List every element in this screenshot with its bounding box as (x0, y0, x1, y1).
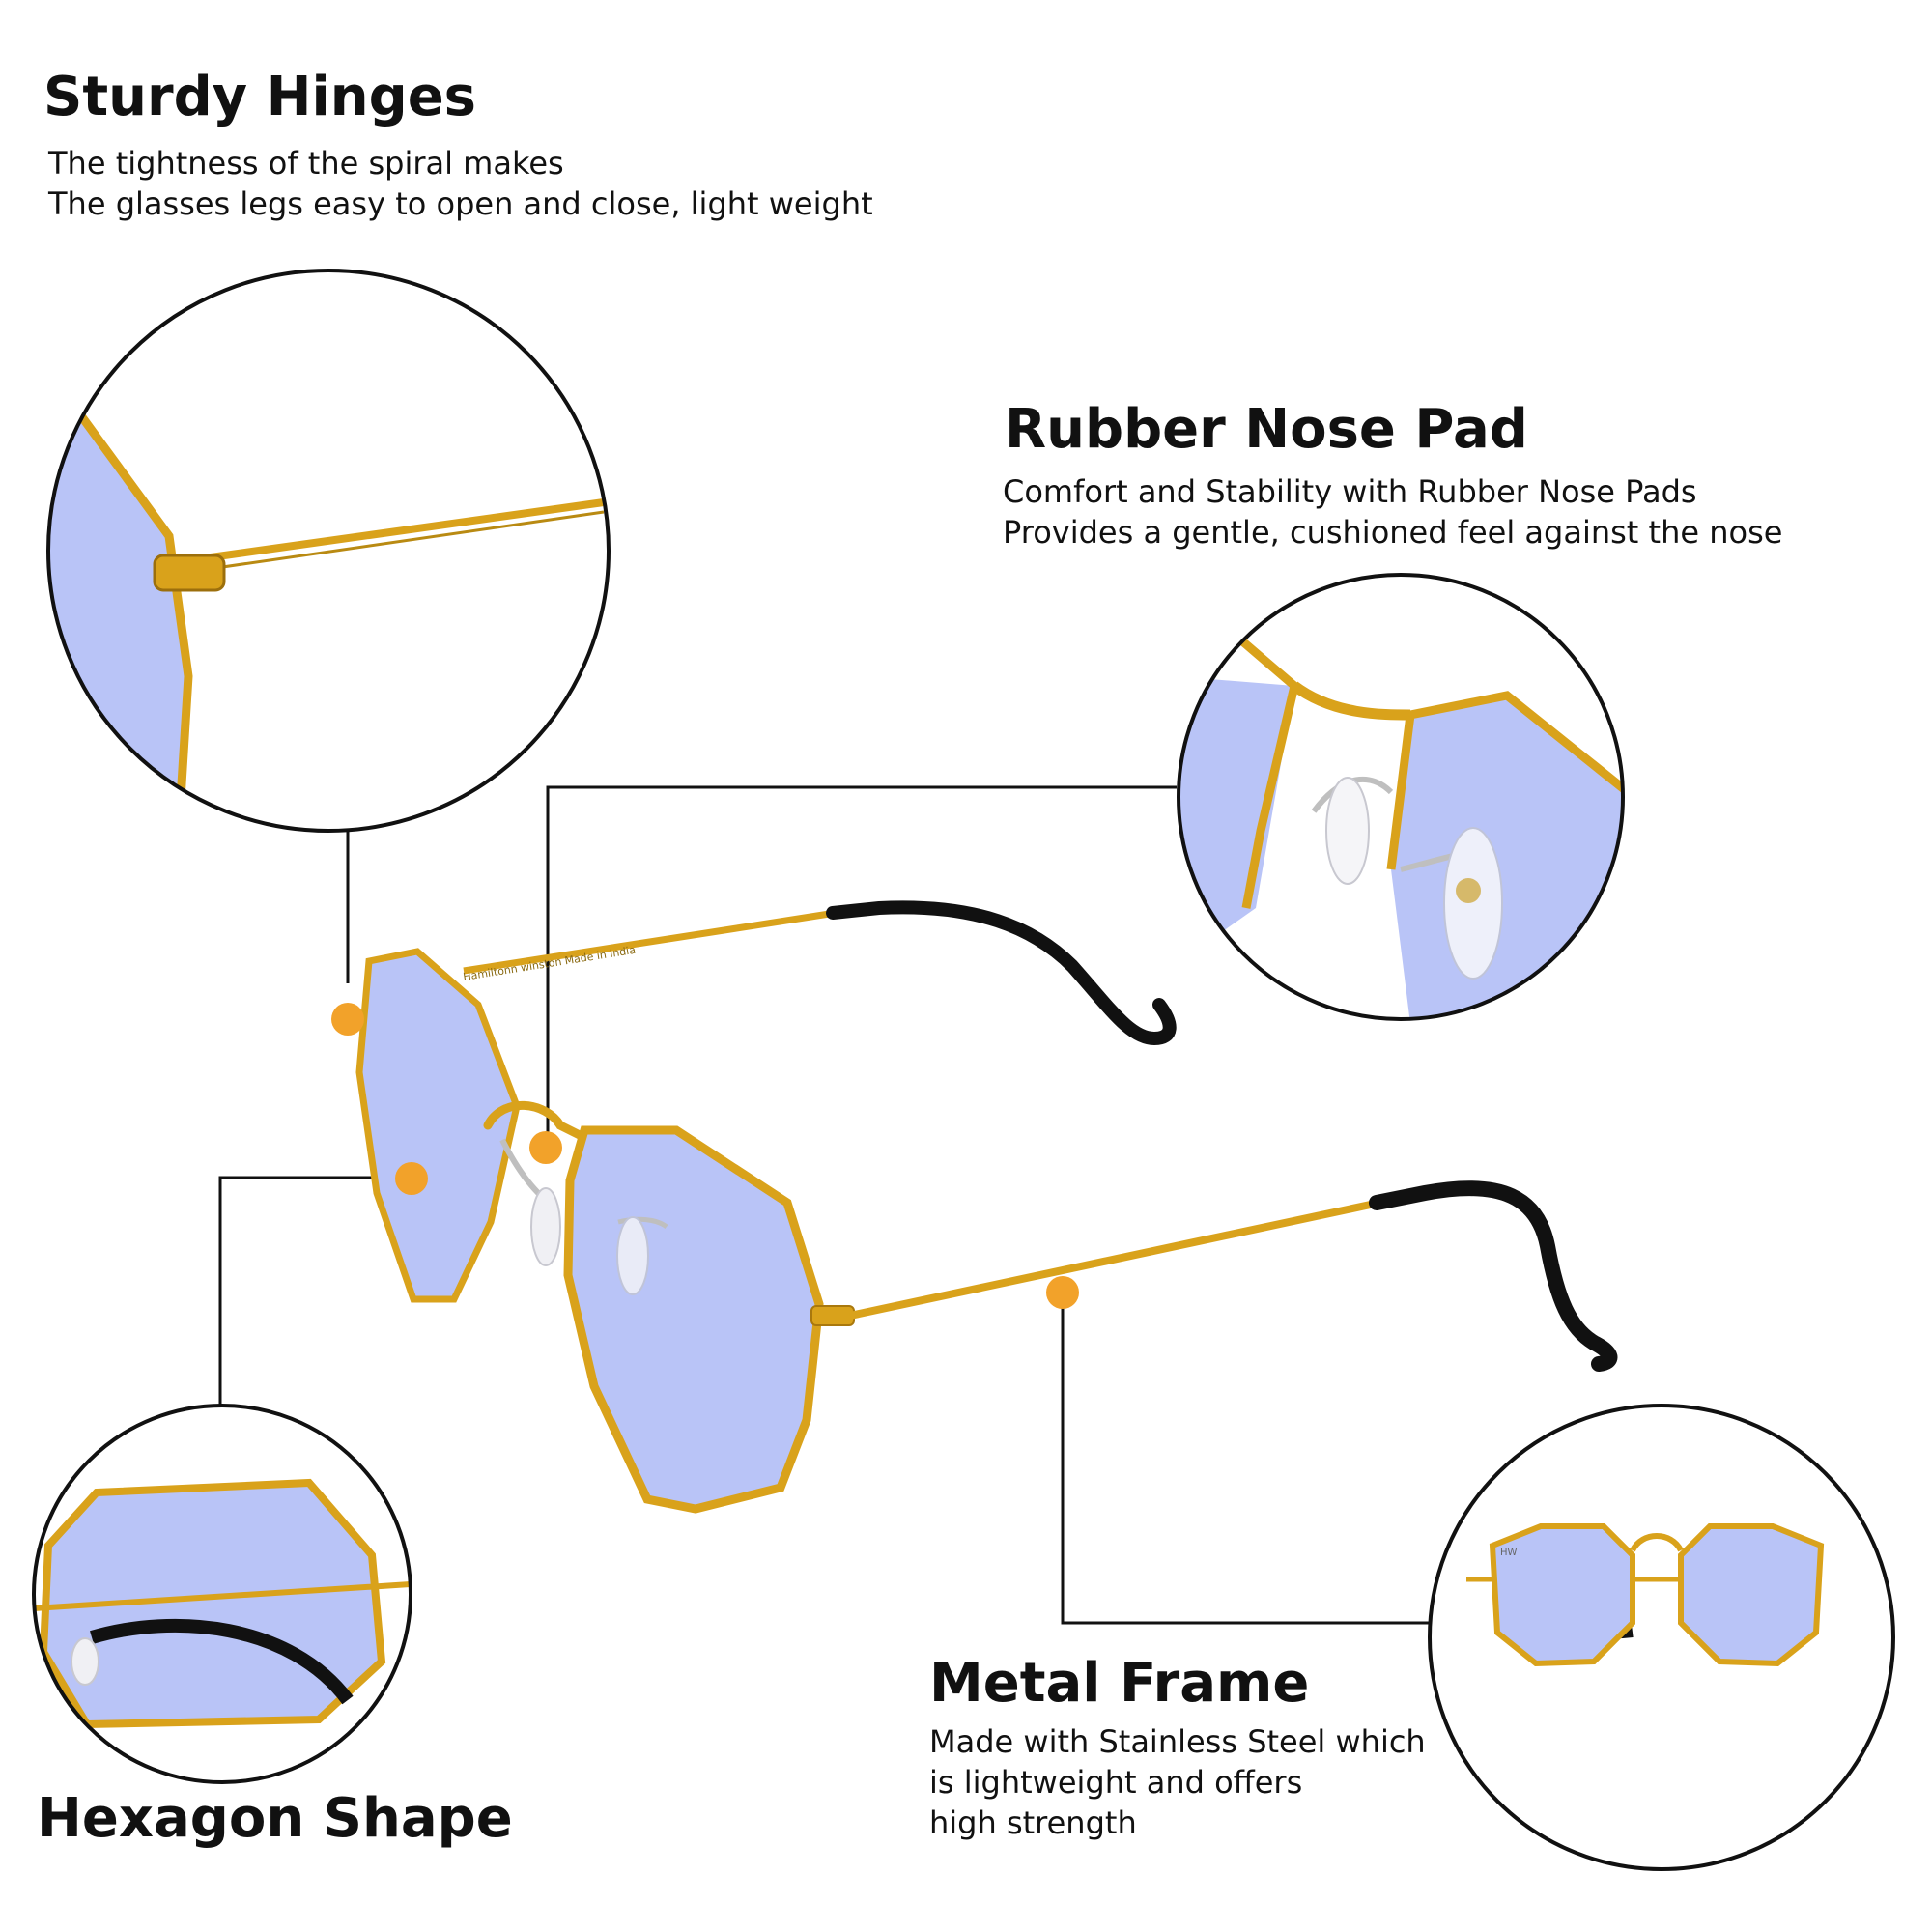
front-lens (563, 1125, 824, 1514)
metal-frame-title: Metal Frame (929, 1652, 1310, 1715)
metal-frame-line-1: Made with Stainless Steel which (929, 1723, 1426, 1760)
rubber-nose-pad-line-2: Provides a gentle, cushioned feel agains… (1003, 514, 1783, 551)
back-lens (355, 948, 521, 1303)
callout-line-hexagon (218, 1176, 408, 1406)
hexagon-shape-title: Hexagon Shape (37, 1787, 513, 1850)
callout-line-metal-frame (1061, 1293, 1435, 1625)
front-nose-pad-arm (617, 1216, 668, 1230)
rubber-nose-pad-description: Comfort and Stability with Rubber Nose P… (1003, 471, 1782, 553)
nose-pad (530, 1187, 561, 1266)
rubber-nose-pad-line-1: Comfort and Stability with Rubber Nose P… (1003, 473, 1697, 510)
metal-frame-description: Made with Stainless Steel which is light… (929, 1721, 1426, 1843)
marker-metal-frame (1046, 1276, 1079, 1309)
sturdy-hinges-line-2: The glasses legs easy to open and close,… (48, 185, 873, 222)
back-temple-arm (463, 909, 837, 975)
back-temple-tip (826, 900, 1177, 1046)
front-nose-pad (616, 1216, 649, 1295)
sturdy-hinges-line-1: The tightness of the spiral makes (48, 145, 564, 182)
bridge (483, 1100, 594, 1145)
bridge-logo: HW (1500, 1548, 1518, 1558)
front-temple-arm (849, 1199, 1380, 1320)
zoom-circle-nose-pad (1177, 573, 1625, 1021)
metal-frame-line-3: high strength (929, 1804, 1137, 1841)
sturdy-hinges-title: Sturdy Hinges (43, 66, 476, 128)
feature-markers (331, 1003, 1079, 1309)
zoom-circle-hexagon (32, 1404, 412, 1784)
callout-line-nose-pad (546, 785, 1177, 1145)
main-glasses: Hamiltonn winston Made in India (355, 900, 1618, 1514)
marker-hexagon (395, 1162, 428, 1195)
marker-hinges (331, 1003, 364, 1036)
metal-frame-line-2: is lightweight and offers (929, 1764, 1303, 1801)
marker-nose-pad (529, 1131, 562, 1164)
callout-lines (218, 785, 1435, 1625)
front-hinge (810, 1305, 855, 1326)
zoom-circle-metal-frame: HW (1428, 1404, 1895, 1871)
zoom-circle-hinges (46, 269, 611, 833)
rubber-nose-pad-title: Rubber Nose Pad (1005, 398, 1528, 461)
sturdy-hinges-description: The tightness of the spiral makes The gl… (48, 143, 873, 224)
temple-engraving: Hamiltonn winston Made in India (462, 944, 636, 983)
front-temple-tip (1369, 1180, 1618, 1372)
